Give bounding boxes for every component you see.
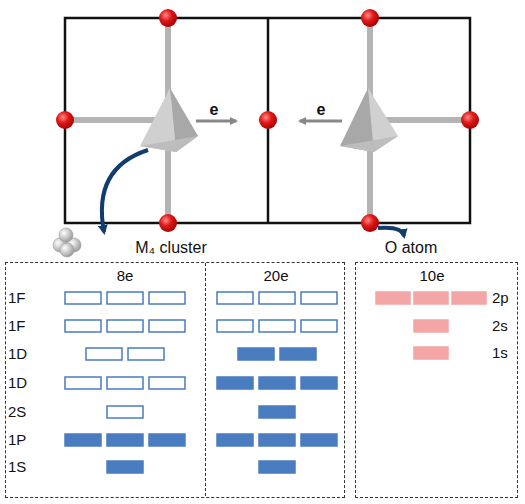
electron-column: 20e: [206, 263, 343, 496]
level-name: 1D: [8, 374, 27, 392]
orbital-box: [65, 377, 101, 389]
orbital-box: [376, 292, 410, 304]
orbital-box: [107, 434, 143, 446]
panel-title: M₄ cluster: [135, 239, 206, 257]
orbital-box: [259, 377, 295, 389]
orbital-box: [414, 292, 448, 304]
orbital-box: [149, 377, 185, 389]
orbital-box: [301, 292, 337, 304]
orbital-name: 2s: [492, 317, 508, 335]
orbital-box: [238, 348, 274, 360]
orbital-box: [149, 292, 185, 304]
oxygen-atoms: [56, 9, 479, 232]
orbital-box: [65, 292, 101, 304]
electron-label: e: [210, 101, 219, 119]
level-name: 1D: [8, 345, 27, 363]
orbital-box: [86, 348, 122, 360]
lattice-frame: [65, 18, 470, 223]
orbital-box: [259, 434, 295, 446]
orbital-name: 1s: [492, 344, 508, 362]
orbital-box: [65, 434, 101, 446]
electron-arrow: [300, 120, 342, 123]
orbital-box: [259, 320, 295, 332]
orbital-box: [107, 320, 143, 332]
electron-column: 8e: [44, 263, 206, 496]
m4-tetrahedron: [340, 88, 398, 152]
orbital-name: 2p: [492, 289, 509, 307]
orbital-box: [128, 348, 164, 360]
electron-count: 10e: [419, 267, 444, 285]
electron-label: e: [317, 101, 326, 119]
panel-title: O atom: [385, 239, 437, 257]
level-name: 1S: [8, 458, 26, 476]
orbital-box: [301, 320, 337, 332]
level-name: 1F: [8, 289, 26, 307]
orbital-box: [414, 320, 448, 332]
orbital-box: [217, 320, 253, 332]
cluster-icon: [53, 228, 81, 257]
orbital-box: [301, 434, 337, 446]
electron-count: 8e: [117, 267, 134, 285]
pointer-arrow: [378, 228, 404, 236]
orbital-box: [217, 434, 253, 446]
level-name: 2S: [8, 403, 26, 421]
electron-count: 20e: [263, 267, 288, 285]
electron-arrow: [196, 120, 236, 123]
orbital-box: [149, 320, 185, 332]
orbital-box: [452, 292, 486, 304]
level-panel: M₄ cluster8e20e: [5, 262, 345, 498]
orbital-box: [280, 348, 316, 360]
orbital-box: [149, 434, 185, 446]
orbital-box: [107, 461, 143, 473]
orbital-box: [107, 406, 143, 418]
orbital-box: [259, 406, 295, 418]
orbital-box: [259, 461, 295, 473]
pointer-arrow: [102, 150, 148, 232]
orbital-box: [65, 320, 101, 332]
orbital-box: [414, 347, 448, 359]
orbital-box: [107, 292, 143, 304]
bonds: [65, 18, 470, 223]
m4-tetrahedron: [140, 88, 198, 152]
orbital-box: [217, 292, 253, 304]
orbital-box: [259, 292, 295, 304]
level-name: 1P: [8, 431, 26, 449]
orbital-box: [107, 377, 143, 389]
orbital-levels: [65, 292, 486, 473]
orbital-box: [217, 377, 253, 389]
level-name: 1F: [8, 317, 26, 335]
orbital-box: [301, 377, 337, 389]
